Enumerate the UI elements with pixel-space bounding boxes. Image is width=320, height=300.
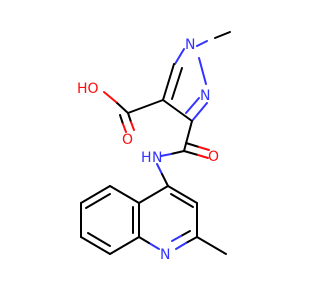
bond-q2-n1-double-end (171, 235, 182, 242)
bond-amide-c-o (183, 150, 199, 156)
bond-cooh-o-end (130, 121, 135, 131)
bond-q2-methyl (196, 236, 227, 255)
bond-cooh-o (127, 112, 132, 123)
pyrazole-n2-label: N (200, 88, 210, 104)
bond-q4-q3-double (170, 193, 194, 208)
bond-c5-c4 (162, 63, 175, 101)
bond-n-methyl-n (196, 40, 208, 47)
bond-amide-c-n (170, 150, 185, 155)
bond-q7-q8-double (87, 232, 111, 247)
bond-c3-n2 (191, 102, 208, 122)
bond-n1-q8a (148, 242, 160, 250)
amide-o-label: O (208, 149, 219, 165)
bond-amide-c-o-double-end (198, 146, 210, 151)
bond-amide-n-quinoline-c (161, 173, 169, 187)
bond-amide-c-o-double (185, 142, 200, 148)
bond-q2-n1-double (180, 230, 191, 237)
pyrazole-n1-label: N (185, 37, 195, 53)
acid-o-label: O (122, 132, 133, 148)
bond-q8-q8a (109, 236, 140, 255)
bond-cooh-oh-end (103, 91, 117, 103)
bond-q4-q3 (167, 185, 198, 204)
bond-c5-c4-double (171, 67, 183, 100)
bond-q5-q6 (80, 185, 111, 204)
bond-c4-c3 (162, 99, 193, 122)
bond-amide-n-c (160, 153, 172, 157)
bond-c4-cooh (127, 99, 164, 114)
chemical-structure-diagram: N N N H N HO O O (77, 31, 231, 263)
bond-cooh-o-double (119, 114, 124, 125)
bond-q7-q8 (80, 236, 111, 255)
bond-cooh-o-double-end (122, 123, 127, 133)
bond-n1-c5 (174, 48, 185, 65)
bond-q5-q6-double (85, 193, 111, 209)
bond-amide-c-o-end (197, 154, 209, 159)
bond-q4a-q4 (138, 185, 169, 204)
bond-n1-q8a-c (138, 236, 150, 244)
acid-oh-label: HO (77, 81, 99, 97)
amide-h-label: H (141, 150, 152, 166)
bond-n2-n1 (198, 57, 207, 85)
bond-q4a-q5 (109, 185, 140, 204)
bond-c3-n2-double (185, 97, 200, 114)
bond-cooh-oh (115, 101, 129, 114)
bond-c3-amide-c (183, 120, 193, 152)
bond-q2-n1-end (175, 242, 187, 250)
quinoline-n-label: N (160, 247, 170, 263)
bond-q2-n1 (185, 236, 198, 244)
amide-n-label: N (152, 150, 162, 166)
bond-amide-n-quinoline (156, 163, 163, 175)
bond-n-methyl (214, 31, 231, 39)
